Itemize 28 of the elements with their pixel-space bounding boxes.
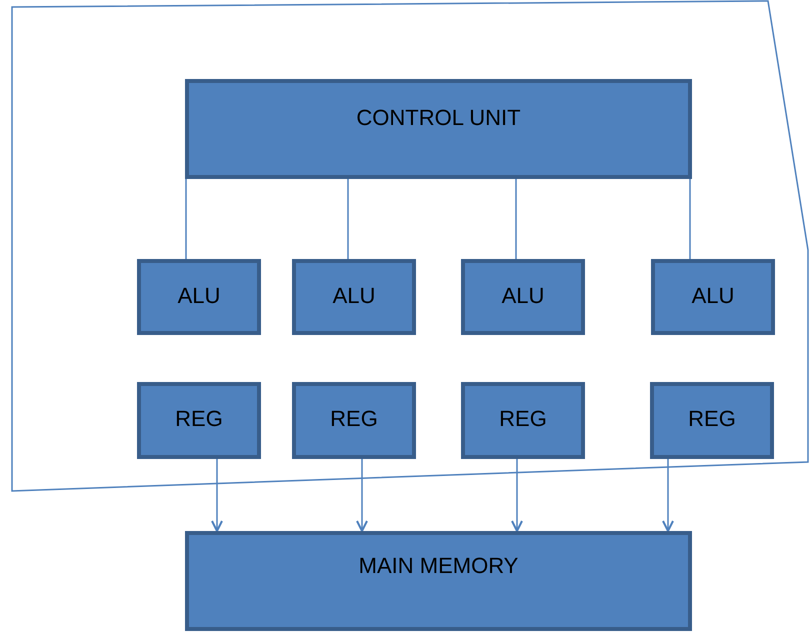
- unit-label: REG: [499, 406, 547, 433]
- unit-box: [137, 382, 261, 459]
- unit-label: CONTROL UNIT: [356, 105, 521, 132]
- unit-box: [137, 259, 261, 335]
- unit-label: REG: [330, 406, 378, 433]
- unit-box: [185, 531, 692, 631]
- unit-label: ALU: [178, 283, 220, 310]
- unit-box: [292, 259, 416, 335]
- unit-label: ALU: [692, 283, 734, 310]
- unit-box: [461, 259, 585, 335]
- unit-label: REG: [688, 406, 736, 433]
- unit-box: [461, 382, 585, 459]
- connector-line: [689, 179, 691, 259]
- connector-line: [515, 179, 517, 259]
- unit-box: [292, 382, 416, 459]
- arrow: [662, 459, 674, 532]
- arrow: [356, 459, 368, 532]
- connector-line: [347, 179, 349, 259]
- unit-box: [651, 259, 775, 335]
- unit-box: [650, 382, 774, 459]
- unit-label: ALU: [502, 283, 544, 310]
- arrow: [211, 459, 223, 532]
- unit-label: MAIN MEMORY: [358, 553, 518, 580]
- unit-box: [185, 79, 692, 179]
- arrow: [511, 459, 523, 532]
- unit-label: REG: [175, 406, 223, 433]
- connector-line: [185, 179, 187, 259]
- unit-label: ALU: [332, 283, 376, 310]
